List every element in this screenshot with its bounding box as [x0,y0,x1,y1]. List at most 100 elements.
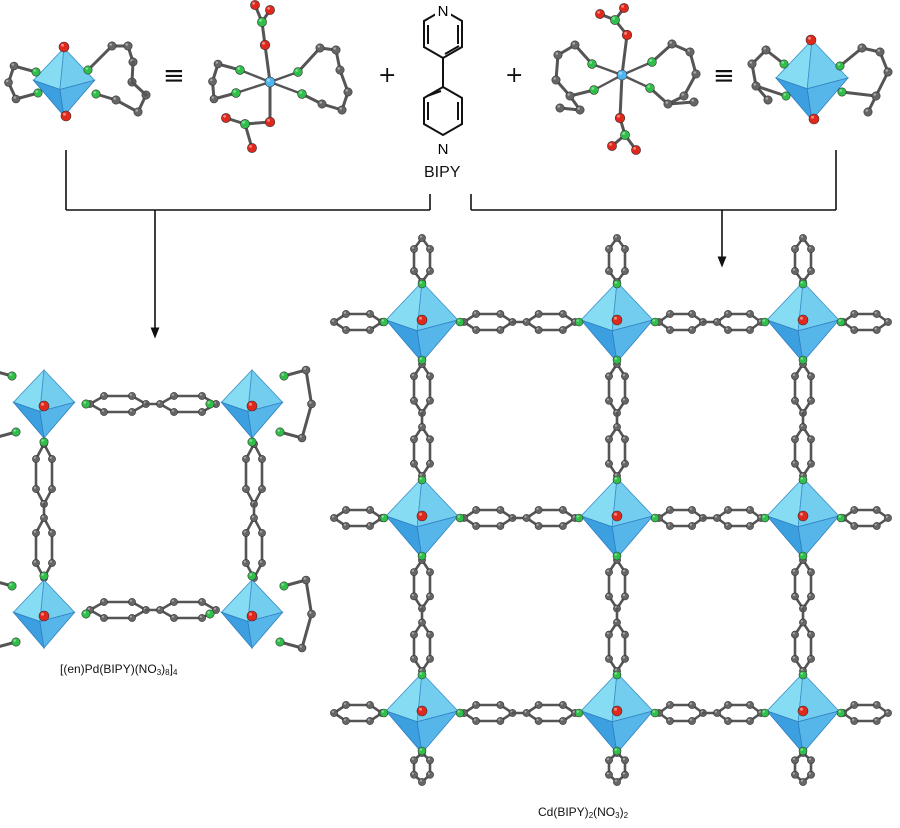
nitrogen-atom [81,399,91,409]
nitrogen-atom [798,279,808,289]
nitrogen-atom [836,317,846,327]
nitrogen-atom [612,279,622,289]
nitrogen-atom [11,427,21,437]
oxygen-atom [797,510,809,522]
nitrogen-atom [798,475,808,485]
nitrogen-atom [205,399,215,409]
oxygen-atom [38,400,50,412]
oxygen-atom [38,610,50,622]
cd-node [379,475,465,561]
cd-node [574,279,660,365]
bipy-structural-formula: N N [423,3,463,158]
reaction-connectors [65,150,837,339]
nitrogen-atom [275,427,285,437]
cd-node [574,670,660,756]
bipy-linker-horizontal [460,310,579,334]
nitrogen-atom [31,67,41,77]
nitrogen-atom [587,59,597,69]
cd-node [379,670,465,756]
nitrogen-atom [417,551,427,561]
nitrogen-atom [417,355,427,365]
nitrogen-atom [612,551,622,561]
equivalent-symbol-left: ≡ [163,61,185,91]
bipy-linker-vertical [605,360,629,480]
nitrogen-atom [417,475,427,485]
pd-node [0,571,91,650]
nitrogen-atom [798,551,808,561]
bipy-nitrogen-bottom: N [438,141,449,158]
cd-node [760,670,846,756]
bipy-linker-edge-top [791,234,815,286]
nitrogen-atom [647,57,657,67]
cd-node [379,279,465,365]
nitrogen-atom [379,513,389,523]
nitrogen-atom [81,609,91,619]
nitrogen-atom [7,371,17,381]
nitrogen-atom [379,317,389,327]
bipy-linker-vertical [410,360,434,480]
nitrogen-atom [275,637,285,647]
nitrogen-atom [417,279,427,289]
cd-node [574,475,660,561]
nitrogen-atom [760,708,770,718]
oxygen-atom [614,112,626,124]
nitrogen-atom [612,746,622,756]
pd-en-octahedron-polyhedral [4,41,151,122]
nitrogen-atom [293,67,303,77]
nitrogen-atom [39,437,49,447]
cd-node [760,475,846,561]
square-grid-network [330,234,892,786]
nitrogen-atom [650,317,660,327]
nitrogen-atom [650,708,660,718]
nitrogen-atom [650,513,660,523]
nitrogen-atom [760,317,770,327]
pd-node [205,365,316,447]
nitrogen-atom [612,355,622,365]
oxygen-atom [259,39,271,51]
nitrogen-atom [279,371,289,381]
oxygen-atom [797,314,809,326]
bipy-linker-vertical [410,556,434,675]
nitrogen-atom [235,65,245,75]
nitrogen-atom [455,708,465,718]
nitrogen-atom [612,670,622,680]
nitrogen-atom [231,88,241,98]
nitrogen-atom [798,355,808,365]
bipy-linker-horizontal [460,701,579,725]
nitrogen-atom [7,581,17,591]
nitrogen-atom [781,91,791,101]
oxygen-atom [611,510,623,522]
nitrogen-atom [455,317,465,327]
nitrogen-atom [455,513,465,523]
bipy-nitrogen-top: N [438,3,449,20]
oxygen-atom [611,705,623,717]
nitrogen-atom [417,670,427,680]
nitrogen-atom [11,637,21,647]
oxygen-atom [58,41,70,53]
bipy-linker-top [86,392,220,416]
nitrogen-atom [837,87,847,97]
nitrogen-atom [417,746,427,756]
pd-node [0,368,91,447]
nitrogen-atom [247,571,257,581]
bipy-linker-vertical [605,556,629,675]
bipy-linker-vertical [791,360,815,480]
bipy-linker-horizontal [655,310,765,334]
nitrogen-atom [33,88,43,98]
bipy-linker-edge-left [330,701,386,725]
equivalent-symbol-right: ≡ [713,61,735,91]
bipy-linker-edge-left [330,310,386,334]
nitrogen-atom [574,708,584,718]
oxygen-atom [264,116,276,128]
cd-ball-and-stick [551,3,701,155]
bipy-linker-vertical [791,556,815,675]
bipy-linker-horizontal [655,506,765,530]
pd-node [205,571,316,653]
nitrogen-atom [574,317,584,327]
pyridine-ring-bottom [423,85,463,137]
oxygen-atom [797,705,809,717]
nitrogen-atom [760,513,770,523]
pd-en-ball-and-stick [208,0,353,153]
nitrogen-atom [835,61,845,71]
